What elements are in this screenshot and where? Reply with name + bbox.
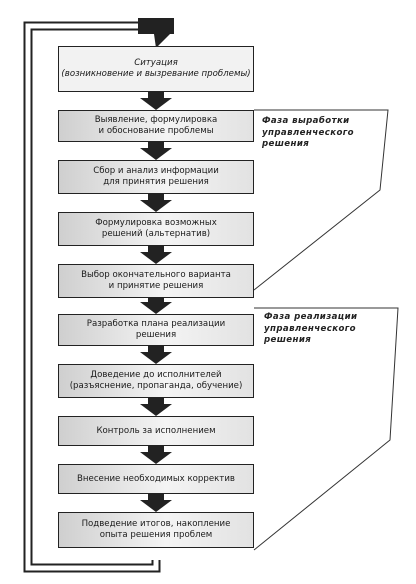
box-choose-decision: Выбор окончательного варианта и принятие… <box>58 264 254 298</box>
phase-label-development: Фаза выработки управленческого решения <box>262 116 354 151</box>
box-line: опыта решения проблем <box>99 530 213 540</box>
down-arrows <box>140 92 172 512</box>
box-line: решения <box>135 330 177 340</box>
box-line: Разработка плана реализации <box>86 319 226 329</box>
box-line: Доведение до исполнителей <box>90 370 222 380</box>
down-arrow <box>140 446 172 464</box>
box-line: Сбор и анализ информации <box>93 166 219 176</box>
phase-line: решения <box>264 335 312 345</box>
box-line: Внесение необходимых корректив <box>77 473 235 484</box>
box-line: и принятие решения <box>108 281 204 291</box>
box-line: решений (альтернатив) <box>101 229 211 239</box>
phase-line: решения <box>262 139 310 149</box>
box-summary: Подведение итогов, накопление опыта реше… <box>58 512 254 548</box>
box-line: (возникновение и вызревание проблемы) <box>61 69 251 79</box>
box-line: Формулировка возможных <box>95 218 217 228</box>
down-arrow <box>140 346 172 364</box>
phase-bracket-development <box>253 109 389 291</box>
box-line: Ситуация <box>134 58 178 68</box>
box-alternatives: Формулировка возможных решений (альтерна… <box>58 212 254 246</box>
box-plan: Разработка плана реализации решения <box>58 314 254 346</box>
feedback-loop-inner <box>25 23 159 571</box>
box-line: Выбор окончательного варианта <box>81 270 231 280</box>
phase-line: Фаза выработки <box>262 116 350 126</box>
box-corrections: Внесение необходимых корректив <box>58 464 254 494</box>
box-line: Контроль за исполнением <box>96 425 216 436</box>
box-identify-problem: Выявление, формулировка и обоснование пр… <box>58 110 254 142</box>
down-arrow <box>140 398 172 416</box>
box-line: и обоснование проблемы <box>98 126 214 136</box>
box-line: (разъяснение, пропаганда, обучение) <box>69 381 243 391</box>
box-situation: Ситуация (возникновение и вызревание про… <box>58 46 254 92</box>
phase-line: Фаза реализации <box>264 312 358 322</box>
phase-bracket-implementation <box>253 307 399 551</box>
box-deliver: Доведение до исполнителей (разъяснение, … <box>58 364 254 398</box>
down-arrow <box>140 494 172 512</box>
box-line: Выявление, формулировка <box>94 115 218 125</box>
box-control: Контроль за исполнением <box>58 416 254 446</box>
box-line: Подведение итогов, накопление <box>81 519 231 529</box>
box-line: для принятия решения <box>103 177 209 187</box>
down-arrow <box>140 298 172 314</box>
down-arrow <box>140 92 172 110</box>
box-collect-info: Сбор и анализ информации для принятия ре… <box>58 160 254 194</box>
phase-line: управленческого <box>264 323 356 334</box>
phase-line: управленческого <box>262 127 354 138</box>
phase-label-implementation: Фаза реализации управленческого решения <box>264 312 357 347</box>
down-arrow <box>140 142 172 160</box>
down-arrow <box>140 246 172 264</box>
loop-entry-arrow <box>138 18 174 48</box>
down-arrow <box>140 194 172 212</box>
